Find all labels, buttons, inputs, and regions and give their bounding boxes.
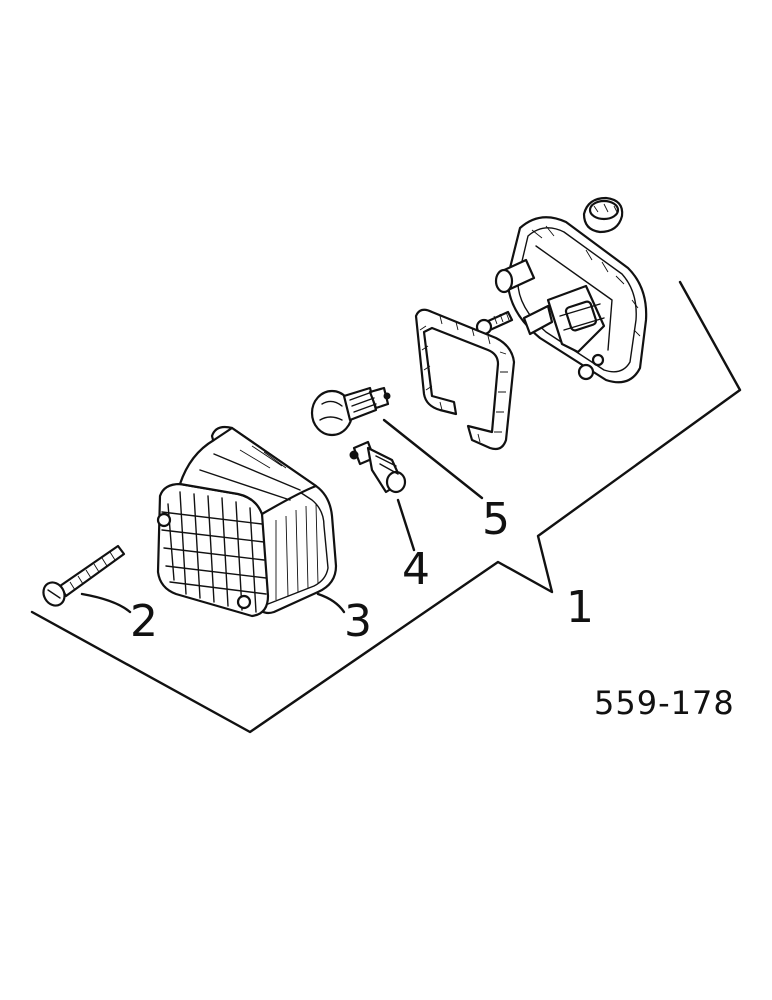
callout-3: 3 xyxy=(344,596,372,647)
bulb-small xyxy=(349,440,407,494)
mounting-screw-small xyxy=(475,310,514,336)
leader-line-3 xyxy=(316,592,346,614)
drawing-reference-number: 559-178 xyxy=(594,684,735,722)
callout-2: 2 xyxy=(130,596,158,647)
lamp-housing-base xyxy=(494,216,648,384)
gasket xyxy=(414,308,516,451)
callout-5: 5 xyxy=(482,494,510,545)
callout-4: 4 xyxy=(402,544,430,595)
leader-line-5 xyxy=(382,418,484,500)
bulb-large xyxy=(310,386,391,437)
assembly-bracket-line xyxy=(30,280,742,734)
callout-1: 1 xyxy=(566,582,594,633)
grommet-cap xyxy=(582,196,624,234)
screw-long xyxy=(42,544,126,607)
lamp-lens xyxy=(156,425,338,618)
leader-line-4 xyxy=(396,498,416,552)
leader-line-2 xyxy=(80,592,132,614)
